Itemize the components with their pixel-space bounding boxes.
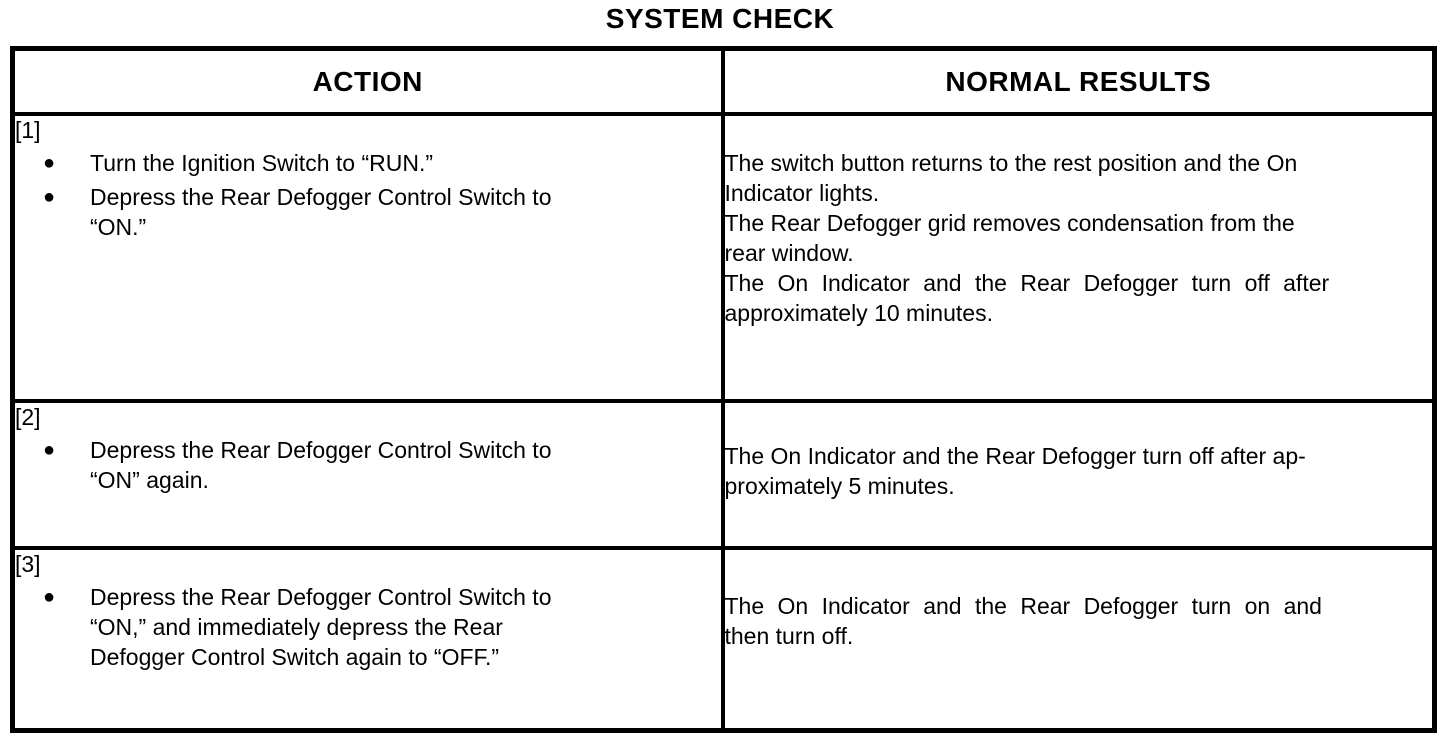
step-number: [2] xyxy=(15,404,41,430)
result-text-line: The On Indicator and the Rear Defogger t… xyxy=(724,443,1306,469)
action-text-line: Depress the Rear Defogger Control Switch… xyxy=(90,584,552,610)
table-header-row: ACTION NORMAL RESULTS xyxy=(10,46,1437,116)
action-text-line: “ON” again. xyxy=(90,467,209,493)
result-text-line: Indicator lights. xyxy=(724,180,880,206)
result-text-line: The Rear Defogger grid removes condensat… xyxy=(724,210,1295,236)
action-text-line: Depress the Rear Defogger Control Switch… xyxy=(90,437,552,463)
action-text: Turn the Ignition Switch to “RUN.” xyxy=(90,148,721,178)
step-number: [3] xyxy=(15,551,41,577)
results-cell-step-2: The On Indicator and the Rear Defogger t… xyxy=(720,399,1437,550)
action-cell-step-3: [3] ● Depress the Rear Defogger Control … xyxy=(10,546,725,733)
results-cell-step-1: The switch button returns to the rest po… xyxy=(720,112,1437,403)
list-item: ● Depress the Rear Defogger Control Swit… xyxy=(15,182,721,242)
system-check-table: ACTION NORMAL RESULTS [1] ● Turn the Ign… xyxy=(10,46,1437,733)
list-item: ● Turn the Ignition Switch to “RUN.” xyxy=(15,148,721,178)
action-text: Depress the Rear Defogger Control Switch… xyxy=(90,435,721,495)
action-text-line: Turn the Ignition Switch to “RUN.” xyxy=(90,150,433,176)
list-item: ● Depress the Rear Defogger Control Swit… xyxy=(15,582,721,672)
bullet-icon: ● xyxy=(43,186,56,208)
bullet-icon: ● xyxy=(43,152,56,174)
action-text-line: “ON.” xyxy=(90,214,147,240)
result-text-line: proximately 5 minutes. xyxy=(724,473,955,499)
action-text: Depress the Rear Defogger Control Switch… xyxy=(90,182,721,242)
document-page: SYSTEM CHECK ACTION NORMAL RESULTS [1] ●… xyxy=(10,3,1437,733)
page-title: SYSTEM CHECK xyxy=(605,3,835,34)
table-row-3: [3] ● Depress the Rear Defogger Control … xyxy=(10,546,1437,733)
bullet-icon: ● xyxy=(43,586,56,608)
action-text-line: Defogger Control Switch again to “OFF.” xyxy=(90,644,500,670)
result-text-line: then turn off. xyxy=(724,623,854,649)
table-row-1: [1] ● Turn the Ignition Switch to “RUN.”… xyxy=(10,112,1437,403)
action-text-line: “ON,” and immediately depress the Rear xyxy=(90,614,503,640)
result-text-line: The On Indicator and the Rear Defogger t… xyxy=(724,593,1322,619)
result-text-line: The switch button returns to the rest po… xyxy=(724,150,1298,176)
result-text-line: The On Indicator and the Rear Defogger t… xyxy=(724,270,1330,296)
bullet-icon: ● xyxy=(43,439,56,461)
column-header-action: ACTION xyxy=(10,46,725,116)
action-cell-step-1: [1] ● Turn the Ignition Switch to “RUN.”… xyxy=(10,112,725,403)
results-cell-step-3: The On Indicator and the Rear Defogger t… xyxy=(720,546,1437,733)
action-cell-step-2: [2] ● Depress the Rear Defogger Control … xyxy=(10,399,725,550)
result-text-line: approximately 10 minutes. xyxy=(724,300,993,326)
table-row-2: [2] ● Depress the Rear Defogger Control … xyxy=(10,399,1437,550)
list-item: ● Depress the Rear Defogger Control Swit… xyxy=(15,435,721,495)
action-text: Depress the Rear Defogger Control Switch… xyxy=(90,582,721,672)
step-number: [1] xyxy=(15,117,41,143)
action-text-line: Depress the Rear Defogger Control Switch… xyxy=(90,184,552,210)
result-text-line: rear window. xyxy=(724,240,854,266)
column-header-normal-results: NORMAL RESULTS xyxy=(720,46,1437,116)
